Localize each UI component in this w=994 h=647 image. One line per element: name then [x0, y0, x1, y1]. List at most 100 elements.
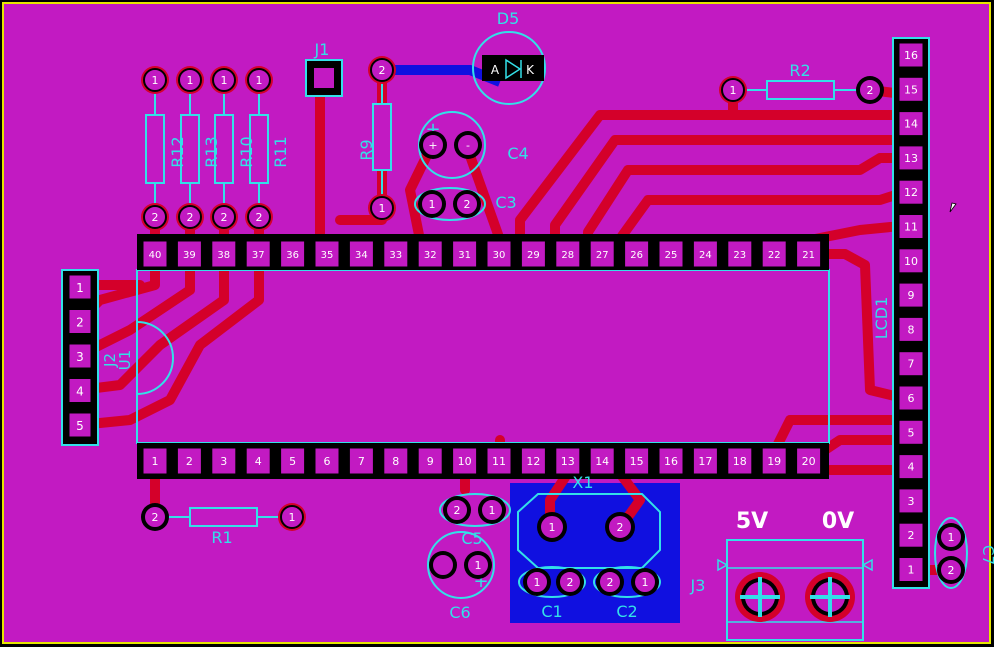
ic-pin-pad — [176, 447, 202, 475]
lcd-pin-label: 15 — [904, 83, 918, 96]
ic-pin-label: 12 — [526, 455, 540, 468]
r12-ref-label: R12 — [168, 136, 187, 167]
pad-label: 2 — [221, 211, 228, 224]
ic-pin-label: 25 — [665, 250, 678, 261]
resistor-r2[interactable]: R2 — [745, 61, 860, 100]
lcd-pin-label: 9 — [908, 289, 915, 302]
lcd-pin-label: 6 — [908, 392, 915, 405]
connector-j1[interactable]: J1 — [305, 40, 343, 97]
ic-pin-pad — [142, 447, 168, 475]
ic-pin-label: 14 — [595, 455, 609, 468]
lcd-pin-pad — [898, 214, 924, 239]
pad-label: 1 — [948, 531, 955, 544]
bottom-copper-fill — [510, 483, 680, 623]
ic-pin-label: 40 — [149, 250, 162, 261]
lcd-pin-pad — [898, 351, 924, 377]
pad — [598, 570, 622, 594]
pad-label: 2 — [607, 576, 614, 589]
j3-marker — [861, 558, 873, 572]
capacitor-c7[interactable]: C7 — [934, 517, 994, 589]
ic-pin-label: 28 — [561, 250, 574, 261]
j2-pin-pad — [68, 378, 92, 403]
ic-pin-label: 37 — [252, 250, 265, 261]
lcd-pin-label: 5 — [908, 426, 915, 439]
j2-pin-pad — [68, 274, 92, 300]
capacitor-c5[interactable]: C5 — [439, 493, 511, 548]
lcd-pin-pad — [898, 316, 924, 342]
pad — [466, 553, 490, 577]
lcd-pin-label: 4 — [908, 461, 915, 474]
ic-pin-label: 22 — [768, 250, 781, 261]
j2-pin-pad — [68, 412, 92, 438]
r10-ref-label: R10 — [237, 136, 256, 167]
resistor-bank-items — [145, 80, 269, 215]
r2-body — [766, 80, 835, 100]
ic-pin-pad — [624, 447, 650, 475]
pad — [721, 78, 745, 102]
ic-pin-label: 3 — [220, 455, 227, 468]
r1-ref-label: R1 — [211, 528, 232, 547]
pad-label: 1 — [730, 84, 737, 97]
pad — [858, 78, 882, 102]
ic-pin-pad — [658, 447, 684, 475]
ic-pin-pad — [383, 240, 409, 268]
capacitor-c2[interactable]: C2 — [593, 566, 661, 621]
c5-ref-label: C5 — [461, 529, 482, 548]
ic-pin-label: 26 — [630, 250, 643, 261]
ic-pin-label: 34 — [355, 250, 368, 261]
led-d5[interactable]: A K D5 — [472, 9, 546, 105]
pad — [370, 58, 394, 82]
pad — [247, 205, 271, 229]
trace — [75, 265, 195, 360]
pad — [939, 558, 963, 582]
ic-pin-label: 39 — [183, 250, 196, 261]
ic-pin-label: 11 — [492, 455, 506, 468]
pad-label: 2 — [379, 64, 386, 77]
ic-pin-pad — [245, 447, 271, 475]
ic-pin-pad — [555, 447, 581, 475]
pad — [445, 498, 469, 522]
resistor-r9[interactable]: R9 — [357, 82, 392, 196]
pad — [607, 514, 633, 540]
pad-label: 2 — [567, 576, 574, 589]
lcd-pin-label: 13 — [904, 152, 918, 165]
lcd-pin-label: 8 — [908, 323, 915, 336]
ic-pin-label: 36 — [286, 250, 299, 261]
lcd-pin-pad — [898, 76, 924, 102]
pad-label: 2 — [867, 84, 874, 97]
lcd-pin-pad — [898, 385, 924, 411]
pad — [212, 205, 236, 229]
pad-label: 2 — [617, 521, 624, 534]
capacitor-c1[interactable]: C1 — [518, 566, 586, 621]
resistor-bank[interactable]: R12 R13 R10 R11 — [145, 80, 290, 215]
c4-ref-label: C4 — [507, 144, 528, 163]
capacitor-c3[interactable]: C3 — [414, 187, 517, 221]
c3-outline — [414, 187, 486, 221]
j2-pin-label: 5 — [76, 419, 84, 433]
d5-cathode-label: K — [526, 63, 535, 77]
d5-diode-symbol — [505, 58, 522, 80]
pad-label: 1 — [642, 576, 649, 589]
pad-label: 2 — [948, 564, 955, 577]
r9-body — [372, 103, 392, 171]
lcd-pin-label: 2 — [908, 529, 915, 542]
pad — [539, 514, 565, 540]
ic-pin-pad — [280, 447, 306, 475]
ic-pin-label: 38 — [217, 250, 230, 261]
j1-ref-label: J1 — [314, 40, 330, 59]
pad-label: 2 — [464, 198, 471, 211]
ic-pin-pad — [555, 240, 581, 268]
pad — [431, 553, 455, 577]
resistor-r1[interactable]: R1 — [168, 507, 280, 547]
bottom-copper-layer — [382, 65, 680, 623]
ic-pin-label: 33 — [389, 250, 402, 261]
terminal-block-j3[interactable]: 5V 0V J3 — [690, 509, 873, 641]
x1-ref-label: X1 — [572, 473, 593, 492]
ic-pin-pad — [692, 240, 718, 268]
ic-pin-pad — [486, 240, 512, 268]
ic-pin-pad — [452, 447, 478, 475]
